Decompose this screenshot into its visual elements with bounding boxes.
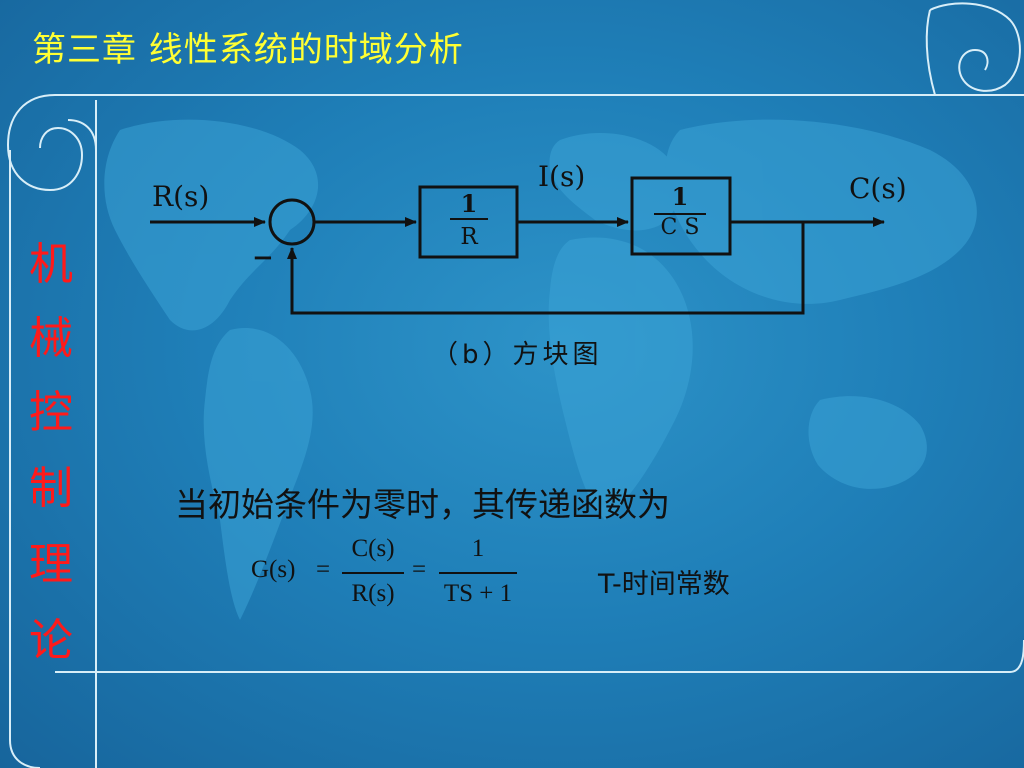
formula-frac1-den: R(s) bbox=[351, 580, 395, 607]
scroll-frame bbox=[6, 2, 1024, 768]
output-label-c-s: C(s) bbox=[849, 172, 907, 205]
formula-eq1: = bbox=[316, 556, 331, 583]
side-title-char-6: 论 bbox=[29, 615, 73, 666]
side-title-char-5: 理 bbox=[29, 539, 73, 590]
side-title-char-1: 机 bbox=[29, 239, 73, 290]
side-title-char-3: 控 bbox=[29, 387, 73, 438]
block-2-1-over-cs bbox=[630, 176, 732, 256]
diagram-caption: （b）方块图 bbox=[432, 340, 603, 370]
formula-frac1-num: C(s) bbox=[351, 535, 395, 562]
feedback-sign: − bbox=[252, 243, 274, 273]
formula-frac1-bar bbox=[342, 572, 404, 574]
formula-eq2: = bbox=[412, 556, 427, 583]
statement-text: 当初始条件为零时，其传递函数为 bbox=[175, 485, 670, 524]
formula-frac2-den: TS + 1 bbox=[443, 580, 513, 607]
block-1-numerator: 1 bbox=[460, 189, 478, 218]
side-title-char-2: 械 bbox=[29, 313, 73, 364]
summing-junction bbox=[268, 198, 316, 246]
time-constant-note: T-时间常数 bbox=[598, 569, 730, 600]
feedback-path bbox=[290, 222, 805, 315]
input-label-r-s: R(s) bbox=[152, 180, 210, 213]
block-1-denominator: R bbox=[460, 224, 478, 250]
side-title-char-4: 制 bbox=[29, 463, 73, 514]
formula-frac2-num: 1 bbox=[471, 535, 485, 562]
block-2-denominator: C S bbox=[660, 215, 700, 240]
intermediate-label-i-s: I(s) bbox=[538, 160, 586, 193]
formula-lhs: G(s) bbox=[251, 556, 296, 583]
slide-title: 第三章 线性系统的时域分析 bbox=[32, 30, 464, 70]
block-2-numerator: 1 bbox=[671, 182, 689, 211]
world-map-decoration bbox=[104, 119, 977, 620]
formula-frac2-bar bbox=[439, 572, 517, 574]
